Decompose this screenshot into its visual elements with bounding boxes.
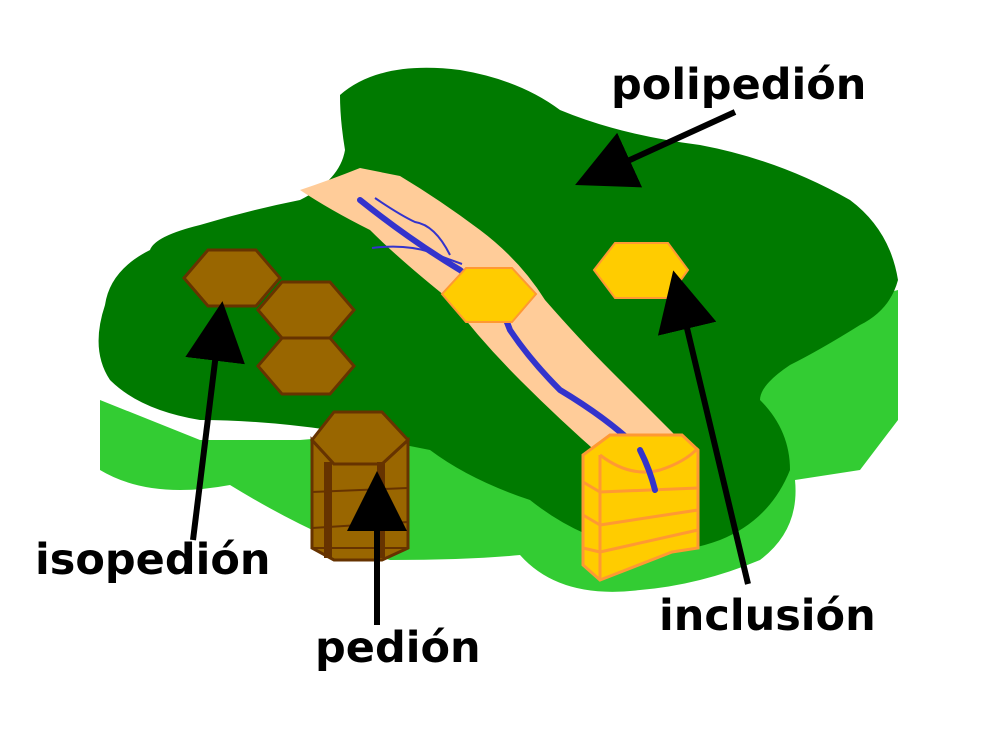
label-pedion: pedión [315, 623, 481, 673]
arrow-inclusion [657, 270, 751, 585]
isopedion-hexagon-3 [256, 336, 356, 396]
river-end-segment [637, 447, 658, 493]
river-tributary-2 [371, 245, 463, 265]
inclusion-soil-block [581, 433, 700, 582]
pedion-column [310, 410, 411, 562]
label-inclusion: inclusión [659, 591, 876, 641]
label-isopedion: isopedión [35, 535, 271, 585]
arrow-isopedion [185, 301, 245, 541]
label-polipedion: polipedión [611, 60, 866, 110]
inclusion-hexagon-upland [592, 242, 690, 299]
inclusion-hexagon-floodplain [440, 267, 538, 323]
river-tributary-1 [374, 197, 451, 256]
arrow-polipedion [575, 109, 737, 188]
